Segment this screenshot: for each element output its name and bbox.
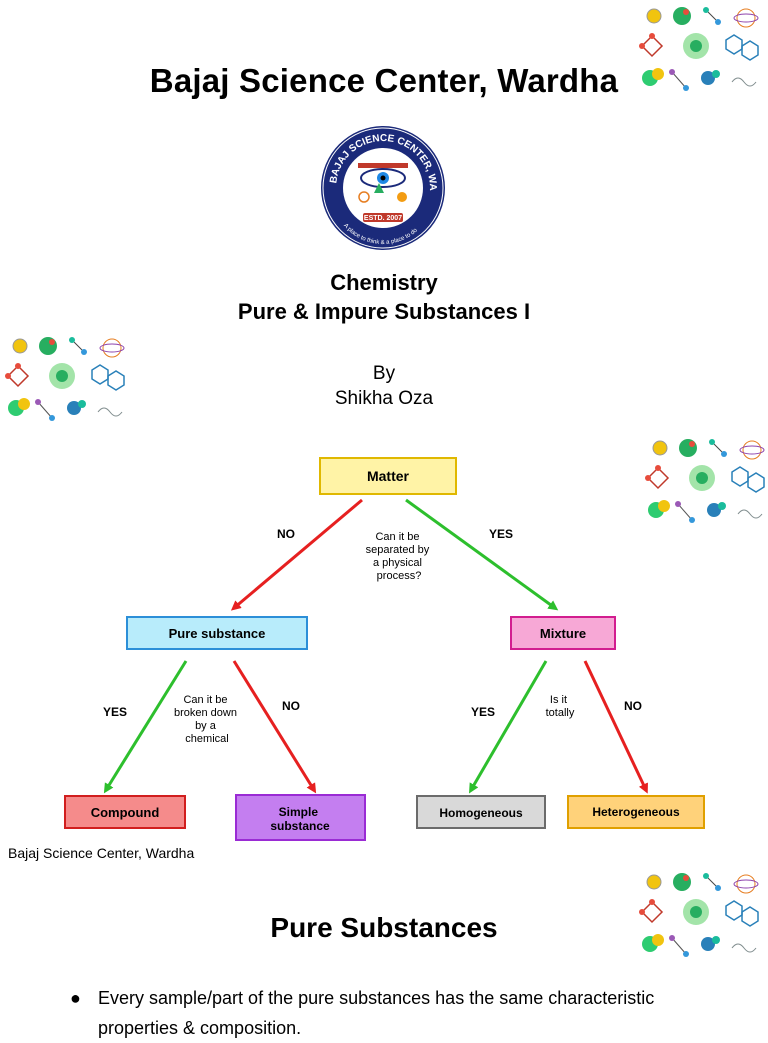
node-simple-substance — [235, 794, 366, 841]
label-yes-left: YES — [103, 705, 127, 719]
label-no-left: NO — [282, 699, 300, 713]
bullet-item: Every sample/part of the pure substances… — [98, 988, 655, 1038]
arrow-yes-matter-mixture — [405, 498, 559, 611]
label-yes-right: YES — [471, 705, 495, 719]
node-matter-label: Matter — [367, 468, 410, 484]
diagram-caption: Bajaj Science Center, Wardha — [8, 845, 195, 861]
bullet-dot-icon: ● — [70, 988, 81, 1008]
subject-line-2: Pure & Impure Substances I — [237, 299, 531, 324]
node-mixture — [510, 616, 616, 650]
author-name: Shikha Oza — [334, 388, 434, 409]
science-center-logo: BAJAJ SCIENCE CENTER, WARDHA ESTD. 2007 … — [318, 123, 445, 250]
molecule-cluster-icon — [5, 337, 125, 421]
molecule-cluster-icon — [639, 7, 759, 91]
arrow-no-matter-pure — [230, 498, 363, 611]
page-title: Bajaj Science Center, Wardha — [149, 62, 619, 99]
node-heterogeneous-label: Heterogeneous — [592, 805, 680, 819]
label-no-right: NO — [624, 699, 642, 713]
question-left: Can it be broken down by a chemical — [174, 694, 240, 745]
subject-block: Chemistry Pure & Impure Substances I — [0, 268, 768, 326]
arrow-yes-mixture-homog — [468, 660, 548, 794]
label-no-root: NO — [277, 527, 295, 541]
node-homogeneous — [416, 795, 546, 829]
molecule-cluster-icon — [645, 439, 765, 523]
node-matter — [319, 457, 457, 495]
node-pure-substance — [126, 616, 308, 650]
arrow-yes-pure-compound — [103, 660, 188, 794]
molecule-cluster-icon — [639, 873, 759, 957]
arrow-no-mixture-hetero — [583, 660, 648, 794]
section-heading: Pure Substances — [270, 912, 498, 943]
node-pure-substance-label: Pure substance — [169, 626, 266, 641]
arrow-no-pure-simple — [232, 660, 317, 794]
svg-text:ESTD. 2007: ESTD. 2007 — [364, 215, 402, 222]
matter-classification-flowchart: Matter Pure substance Mixture Compound S… — [64, 457, 705, 841]
node-simple-substance-label: Simple substance — [270, 805, 330, 833]
node-heterogeneous — [567, 795, 705, 829]
question-right: Is it totally — [546, 694, 575, 719]
node-mixture-label: Mixture — [540, 626, 586, 641]
author-block: By Shikha Oza — [0, 361, 768, 411]
node-compound-label: Compound — [91, 805, 160, 820]
question-root: Can it be separated by a physical proces… — [366, 531, 433, 582]
bullet-list: ● Every sample/part of the pure substanc… — [70, 983, 732, 1043]
node-homogeneous-label: Homogeneous — [439, 806, 523, 820]
label-yes-root: YES — [489, 527, 513, 541]
author-by: By — [372, 363, 396, 384]
subject-line-1: Chemistry — [330, 270, 438, 295]
node-compound — [64, 795, 186, 829]
